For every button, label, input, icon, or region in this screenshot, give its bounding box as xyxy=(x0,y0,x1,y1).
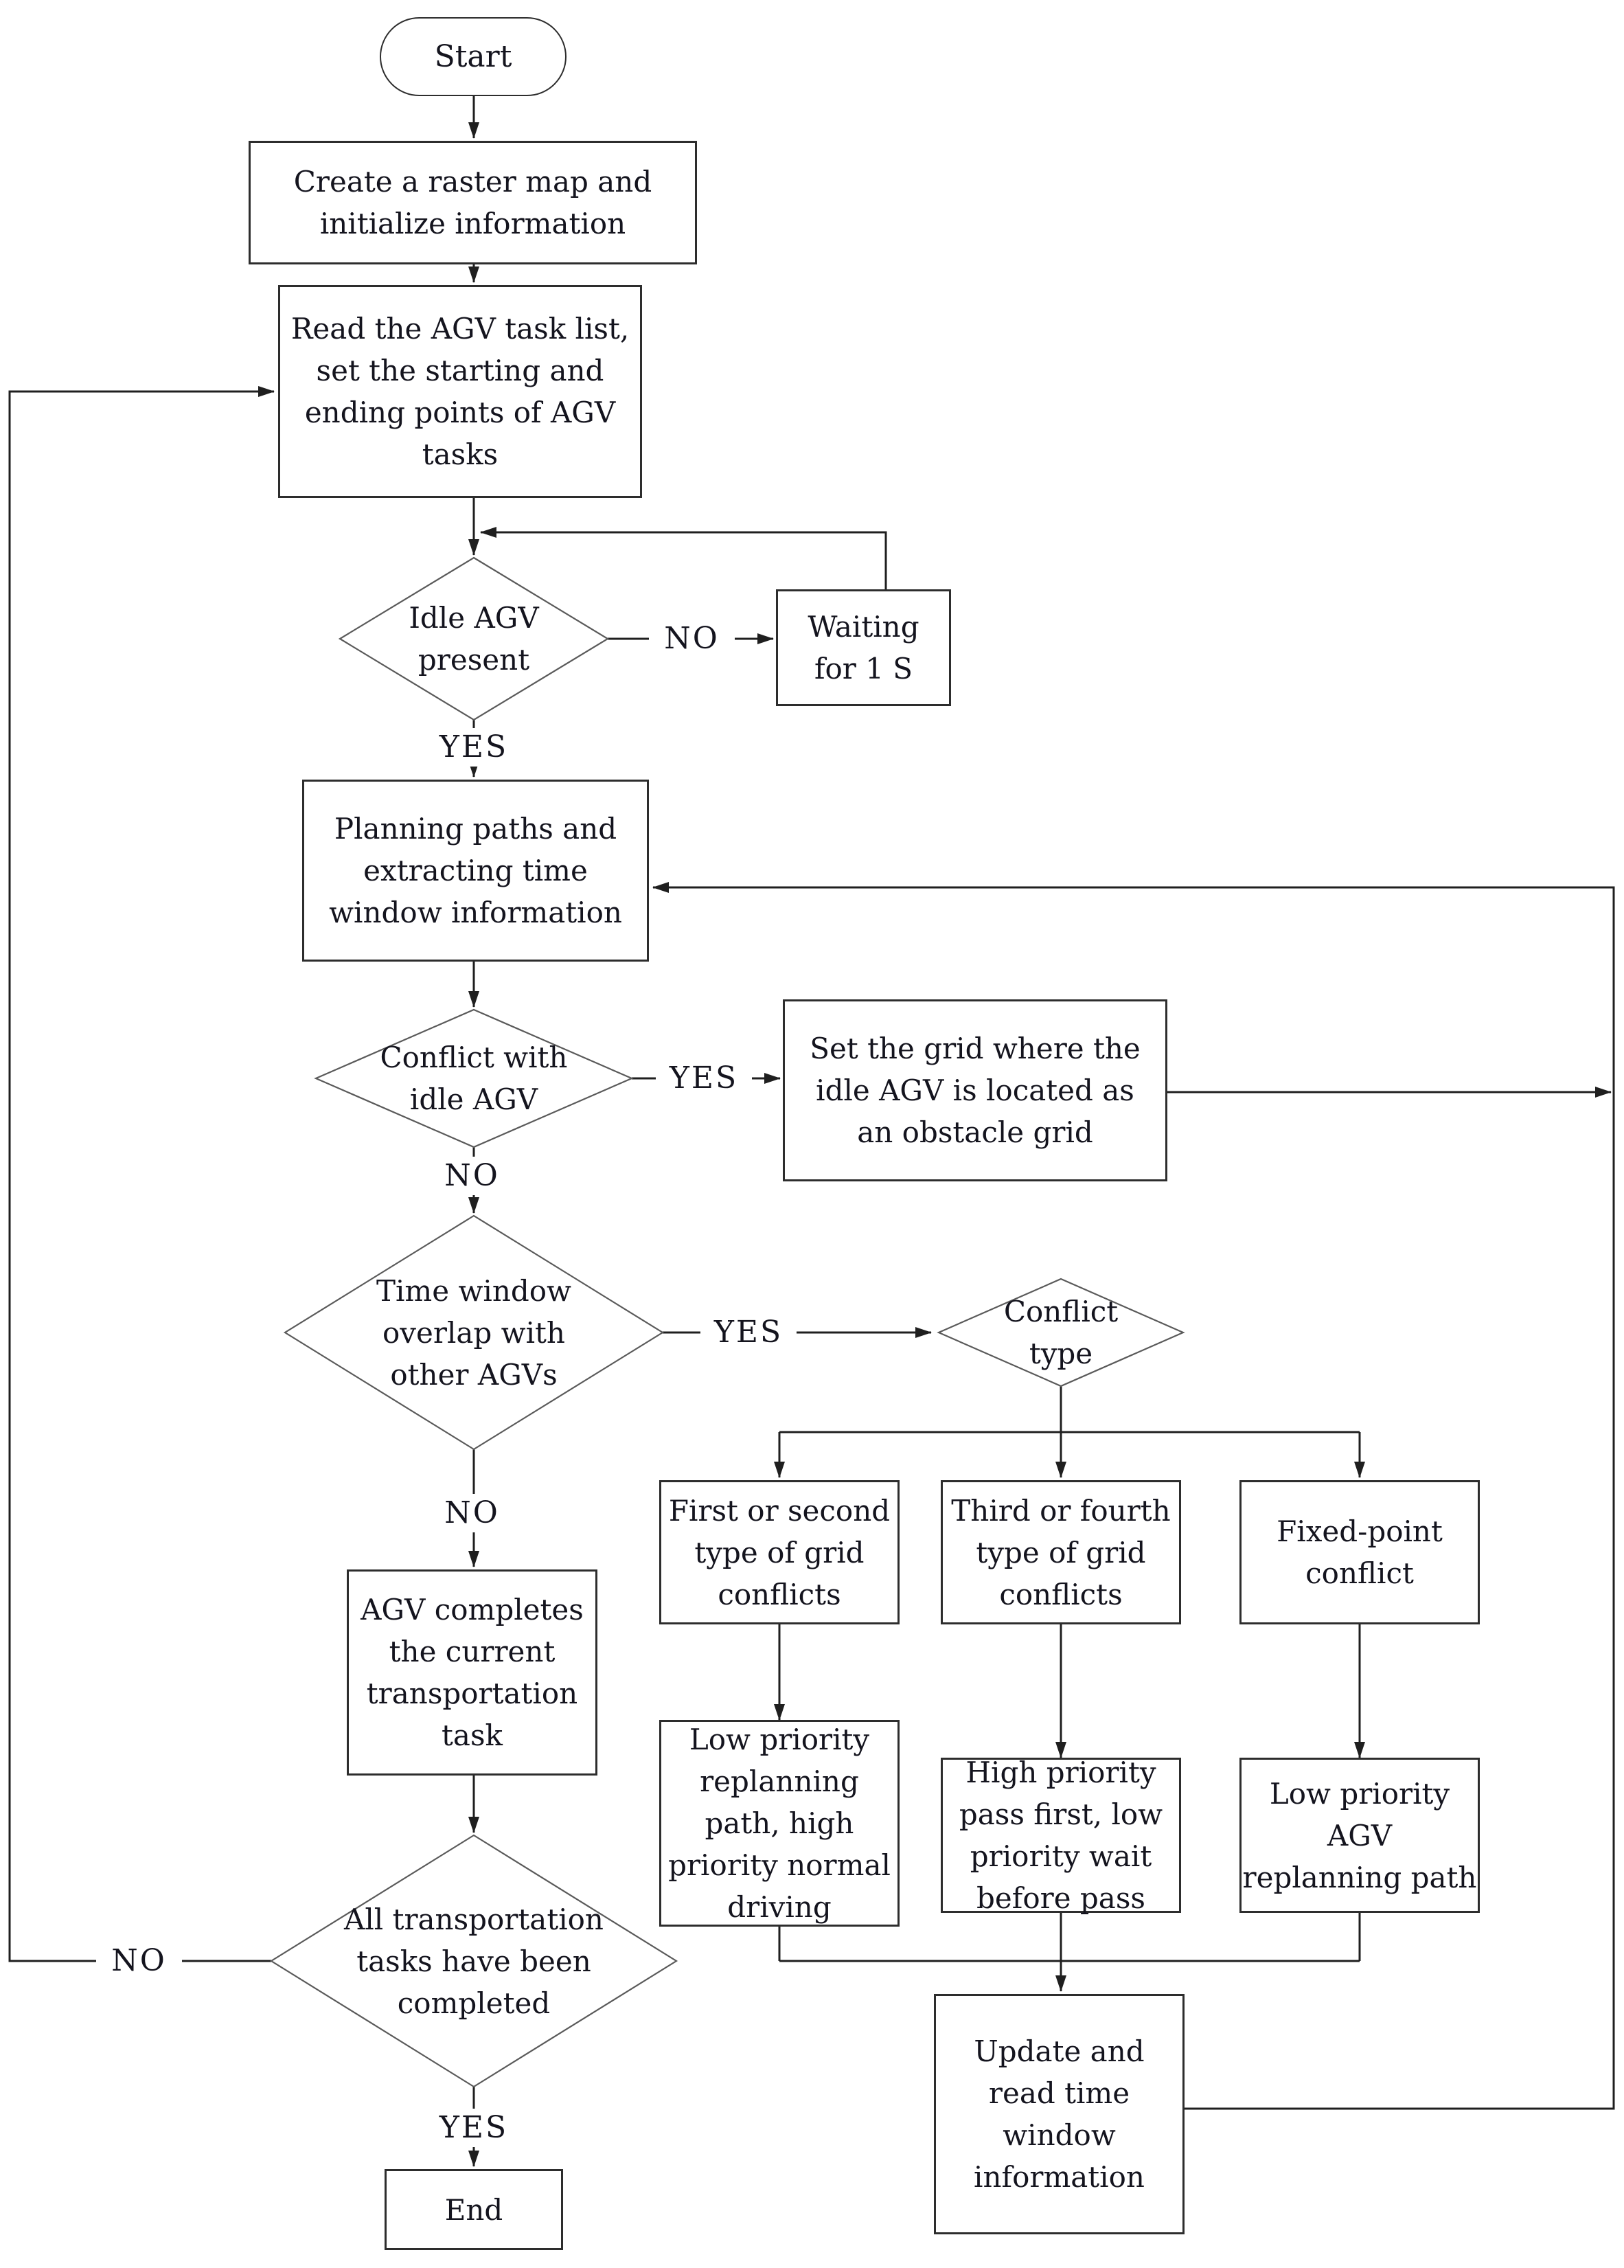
label-no-time-window: NO xyxy=(429,1494,515,1532)
label-yes-idle-agv: YES xyxy=(426,728,522,767)
text-line: window xyxy=(1003,2118,1116,2152)
text-line: window information xyxy=(329,896,622,929)
text-line: ending points of AGV xyxy=(304,396,616,429)
text-line: conflict xyxy=(1305,1556,1414,1590)
text-line: idle AGV xyxy=(409,1082,538,1116)
text-line: read time xyxy=(988,2076,1130,2110)
text-line: Update and xyxy=(974,2034,1145,2068)
text-line: Conflict xyxy=(1003,1295,1119,1328)
node-low-priority-agv-replan: Low priority AGV replanning path xyxy=(1239,1758,1480,1913)
text-line: tasks have been xyxy=(356,1944,591,1978)
text-line: Planning paths and xyxy=(334,812,617,846)
label-yes-all-completed: YES xyxy=(426,2109,522,2147)
text-line: overlap with xyxy=(382,1315,565,1350)
text-line: Fixed-point xyxy=(1277,1515,1443,1548)
text-line: present xyxy=(418,643,530,677)
node-set-grid: Set the grid where the idle AGV is locat… xyxy=(783,999,1167,1181)
node-low-priority-replan: Low priority replanning path, high prior… xyxy=(659,1720,900,1927)
node-grid-conflict-first-second: First or second type of grid conflicts xyxy=(659,1480,900,1624)
node-fixed-point-conflict: Fixed-point conflict xyxy=(1239,1480,1480,1624)
text-line: Waiting xyxy=(808,610,919,644)
text-line: set the starting and xyxy=(316,354,604,387)
text-line: initialize information xyxy=(319,207,626,240)
node-end: End xyxy=(385,2169,563,2250)
text-line: First or second xyxy=(668,1493,891,1528)
node-start: Start xyxy=(380,17,567,96)
node-high-priority-pass: High priority pass first, low priority w… xyxy=(941,1756,1181,1915)
text-line: type of grid xyxy=(976,1535,1146,1569)
decision-conflict-type: Conflict type xyxy=(975,1284,1147,1381)
decision-all-completed-shape xyxy=(269,1834,678,2088)
node-planning: Planning paths and extracting time windo… xyxy=(302,780,649,962)
text-line: type xyxy=(1029,1337,1093,1370)
text-line: AGV completes xyxy=(361,1593,584,1626)
node-grid-conflict-third-fourth: Third or fourth type of grid conflicts xyxy=(941,1480,1181,1624)
label-no-idle-agv: NO xyxy=(649,620,735,658)
text-line: Low priority xyxy=(689,1723,870,1756)
label-no-conflict-idle: NO xyxy=(429,1157,515,1195)
text-line: priority wait xyxy=(970,1839,1152,1873)
text-line: Read the AGV task list, xyxy=(290,312,630,345)
text-line: idle AGV is located as xyxy=(816,1074,1134,1107)
node-update-window: Update and read time window information xyxy=(934,1994,1185,2234)
text-line: replanning path xyxy=(1242,1860,1477,1894)
text-line: Conflict with xyxy=(380,1041,568,1074)
decision-time-window: Time window overlap with other AGVs xyxy=(336,1247,611,1418)
text-line: Third or fourth xyxy=(951,1493,1171,1528)
text-line: before pass xyxy=(976,1881,1145,1915)
label-no-all-completed: NO xyxy=(96,1942,182,1980)
text-line: extracting time xyxy=(363,854,588,887)
decision-idle-agv: Idle AGV present xyxy=(371,584,577,694)
text-line: an obstacle grid xyxy=(857,1115,1093,1149)
label-yes-conflict-idle: YES xyxy=(656,1059,752,1098)
text-line: conflicts xyxy=(718,1577,841,1611)
node-read-tasks: Read the AGV task list, set the starting… xyxy=(278,285,642,498)
text-line: Low priority xyxy=(1269,1776,1450,1811)
text-line: type of grid xyxy=(694,1535,865,1569)
text-line: tasks xyxy=(422,438,499,471)
decision-time-window-shape xyxy=(283,1214,665,1451)
text-line: Set the grid where the xyxy=(810,1032,1141,1065)
text-line: path, high xyxy=(705,1806,854,1840)
decision-diamonds xyxy=(269,556,1185,2088)
text-line: the current xyxy=(389,1635,556,1668)
text-line: other AGVs xyxy=(390,1357,558,1392)
text-line: High priority xyxy=(965,1756,1156,1789)
text-line: pass first, low xyxy=(959,1798,1163,1831)
decision-all-completed: All transportation tasks have been compl… xyxy=(316,1868,632,2054)
text-line: task xyxy=(442,1719,503,1752)
node-create-map: Create a raster map and initialize infor… xyxy=(249,141,697,264)
text-line: Create a raster map and xyxy=(293,165,652,199)
text-line: AGV xyxy=(1327,1818,1393,1852)
node-waiting: Waiting for 1 S xyxy=(776,589,951,706)
label-yes-time-window: YES xyxy=(700,1313,797,1352)
text-line: End xyxy=(444,2192,503,2227)
text-line: Idle AGV xyxy=(409,601,539,635)
text-line: completed xyxy=(397,1986,551,2020)
text-line: for 1 S xyxy=(814,652,913,685)
decision-conflict-type-shape xyxy=(937,1278,1185,1387)
decision-conflict-idle: Conflict with idle AGV xyxy=(354,1023,594,1133)
text-line: conflicts xyxy=(999,1577,1123,1611)
text-line: Start xyxy=(434,39,512,74)
decision-idle-agv-shape xyxy=(338,556,610,721)
text-line: replanning xyxy=(700,1765,859,1798)
text-line: information xyxy=(974,2160,1145,2194)
text-line: transportation xyxy=(366,1677,578,1710)
text-line: driving xyxy=(727,1890,832,1924)
text-line: Time window xyxy=(376,1273,572,1308)
text-line: All transportation xyxy=(344,1902,604,1936)
text-line: priority normal xyxy=(668,1848,891,1882)
node-agv-completes: AGV completes the current transportation… xyxy=(347,1569,597,1776)
decision-conflict-idle-shape xyxy=(314,1008,634,1148)
